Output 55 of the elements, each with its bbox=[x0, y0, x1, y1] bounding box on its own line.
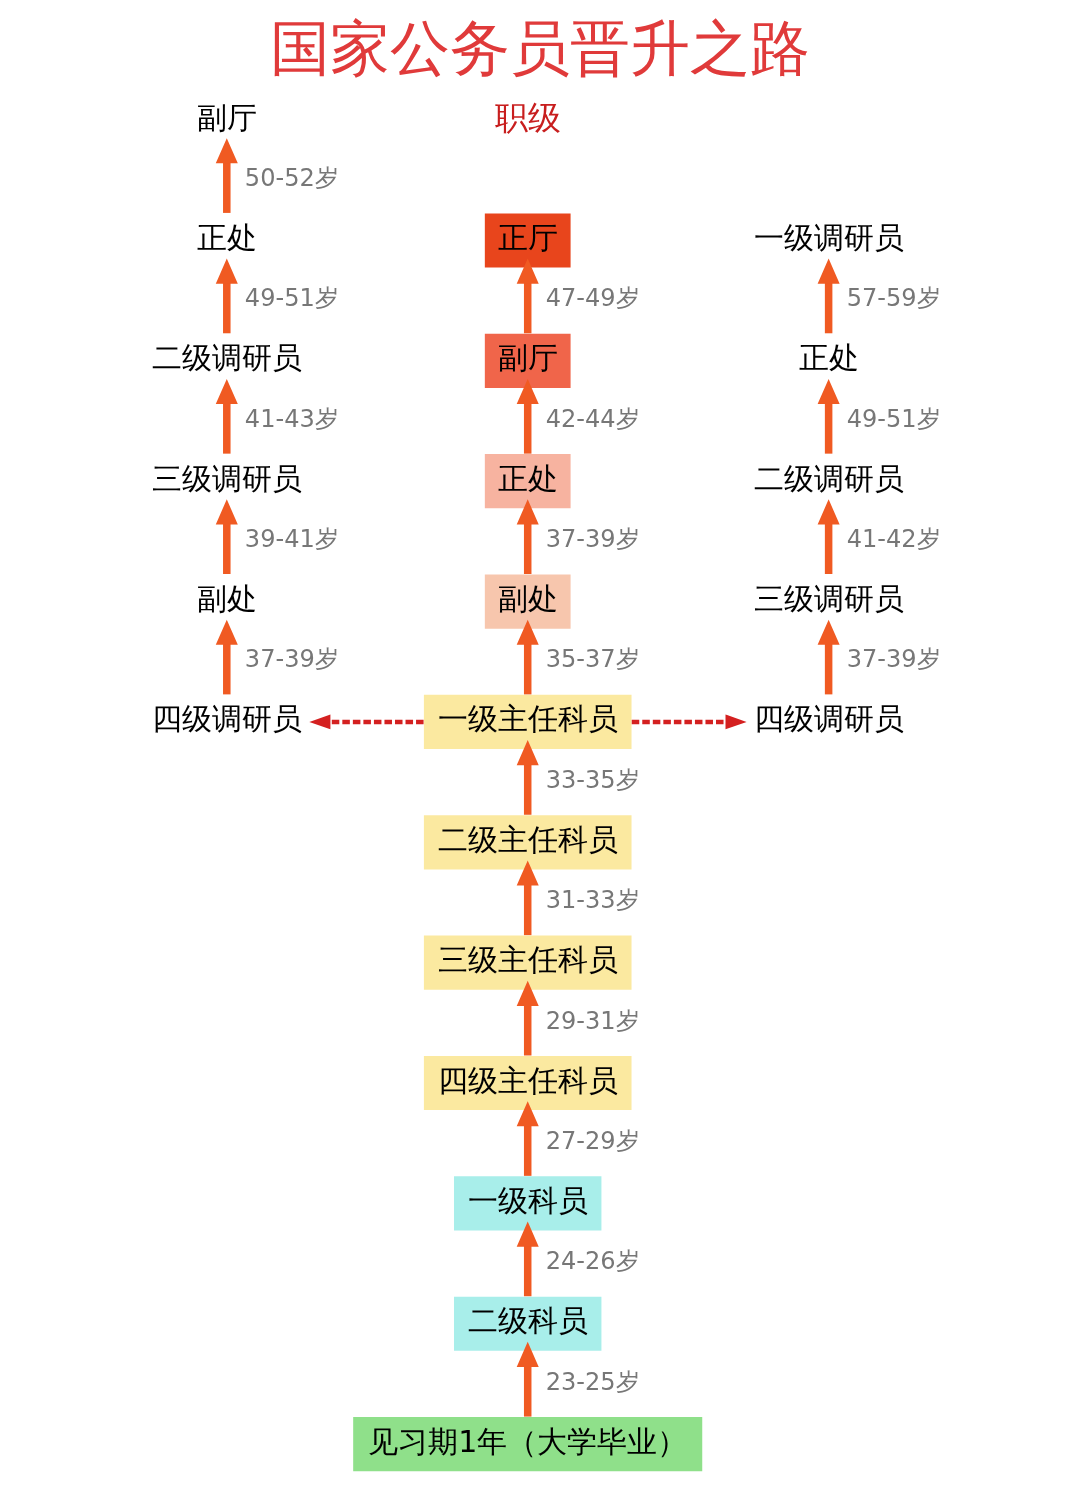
node-text: 二级调研员 bbox=[753, 460, 904, 496]
arrow bbox=[516, 1341, 539, 1417]
edge-label: 42-44岁 bbox=[545, 404, 640, 433]
arrow bbox=[516, 740, 539, 815]
edge-label: 41-43岁 bbox=[244, 404, 339, 433]
edge-label: 37-39岁 bbox=[545, 525, 640, 554]
node-box: 二级科员 bbox=[453, 1296, 601, 1351]
arrow bbox=[308, 714, 424, 730]
node-box: 副厅 bbox=[484, 333, 571, 388]
edge-label: 29-31岁 bbox=[545, 1006, 640, 1035]
edge-label: 37-39岁 bbox=[244, 645, 339, 674]
node-box: 二级主任科员 bbox=[423, 815, 632, 870]
edge-label: 49-51岁 bbox=[244, 284, 339, 313]
node-box: 副处 bbox=[484, 574, 571, 629]
edge-label: 23-25岁 bbox=[545, 1367, 640, 1396]
edge-label: 57-59岁 bbox=[846, 284, 941, 313]
arrow bbox=[516, 258, 539, 334]
edge-label: 41-42岁 bbox=[846, 525, 941, 554]
arrow bbox=[631, 714, 747, 730]
arrow bbox=[516, 860, 539, 936]
node-text: 一级调研员 bbox=[753, 219, 904, 255]
arrow bbox=[516, 980, 539, 1056]
node-text: 四级调研员 bbox=[753, 701, 904, 737]
node-box: 见习期1年（大学毕业） bbox=[352, 1417, 702, 1472]
node-text: 正处 bbox=[196, 219, 257, 255]
node-box: 正处 bbox=[484, 454, 571, 509]
node-box: 四级主任科员 bbox=[423, 1055, 632, 1111]
node-text: 二级调研员 bbox=[151, 340, 302, 376]
edge-label: 39-41岁 bbox=[244, 525, 339, 554]
label: 职级 bbox=[494, 97, 561, 137]
edge-label: 49-51岁 bbox=[846, 404, 941, 433]
edge-label: 37-39岁 bbox=[846, 645, 941, 674]
edge-label: 47-49岁 bbox=[545, 284, 640, 313]
node-box: 正厅 bbox=[484, 213, 571, 268]
arrow bbox=[516, 1101, 539, 1176]
arrow bbox=[516, 1221, 539, 1297]
arrow bbox=[516, 378, 539, 454]
edge-label: 27-29岁 bbox=[545, 1126, 640, 1155]
node-text: 三级调研员 bbox=[753, 581, 904, 617]
node-text: 三级调研员 bbox=[151, 460, 302, 496]
node-text: 副处 bbox=[196, 581, 257, 617]
node-text: 正处 bbox=[798, 340, 859, 376]
edge-label: 35-37岁 bbox=[545, 645, 640, 674]
arrow bbox=[516, 619, 539, 695]
edge-label: 24-26岁 bbox=[545, 1247, 640, 1276]
edge-label: 33-35岁 bbox=[545, 765, 640, 794]
node-box: 一级科员 bbox=[453, 1176, 601, 1231]
arrow bbox=[516, 499, 539, 574]
edge-label: 31-33岁 bbox=[545, 886, 640, 915]
node-text: 四级调研员 bbox=[151, 701, 302, 737]
node-box: 三级主任科员 bbox=[423, 935, 632, 990]
edge-label: 50-52岁 bbox=[244, 164, 339, 192]
node-text: 副厅 bbox=[196, 99, 257, 135]
diagram-title: 国家公务员晋升之路 bbox=[270, 12, 810, 83]
node-box: 一级主任科员 bbox=[423, 694, 632, 749]
